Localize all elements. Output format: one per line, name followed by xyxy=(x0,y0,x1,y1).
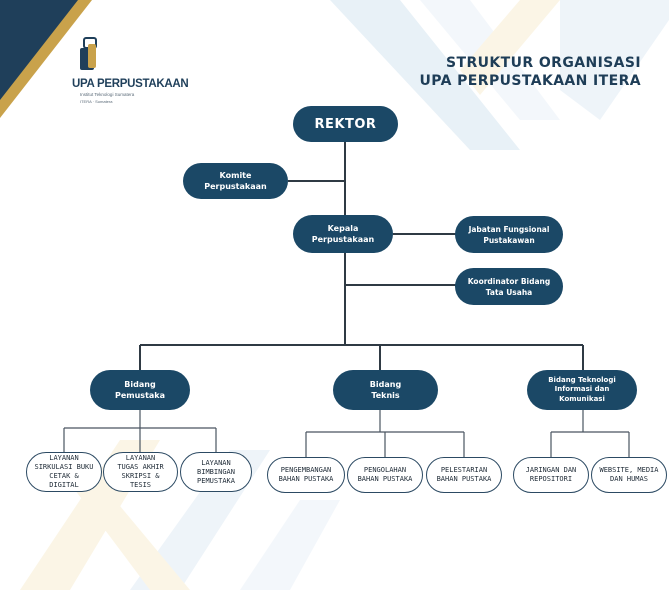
node-jaringan-repositori[interactable]: JARINGAN DAN REPOSITORI xyxy=(513,457,589,493)
node-layanan-sirkulasi[interactable]: LAYANAN SIRKULASI BUKU CETAK & DIGITAL xyxy=(26,452,102,492)
node-bidang-pemustaka[interactable]: Bidang Pemustaka xyxy=(90,370,190,410)
node-pengembangan-bahan-pustaka[interactable]: PENGEMBANGAN BAHAN PUSTAKA xyxy=(267,457,345,493)
node-pelestarian-bahan-pustaka[interactable]: PELESTARIAN BAHAN PUSTAKA xyxy=(426,457,502,493)
node-rektor[interactable]: REKTOR xyxy=(293,106,398,142)
node-koordinator-tata-usaha[interactable]: Koordinator Bidang Tata Usaha xyxy=(455,268,563,305)
chart-title-line2: UPA PERPUSTAKAAN ITERA xyxy=(419,73,641,89)
logo-tagline: ITERA · Sumatera xyxy=(80,99,113,104)
node-website-media-humas[interactable]: WEBSITE, MEDIA DAN HUMAS xyxy=(591,457,667,493)
node-bidang-teknis[interactable]: Bidang Teknis xyxy=(333,370,438,410)
logo-text: UPA PERPUSTAKAAN xyxy=(72,78,189,90)
connector-lines xyxy=(139,142,584,370)
node-pengolahan-bahan-pustaka[interactable]: PENGOLAHAN BAHAN PUSTAKA xyxy=(347,457,423,493)
node-layanan-tugas-akhir[interactable]: LAYANAN TUGAS AKHIR SKRIPSI & TESIS xyxy=(103,452,178,492)
connector-lines-level3 xyxy=(63,410,630,457)
logo-mark-icon xyxy=(80,37,97,70)
logo-subtitle: Institut Teknologi Sumatera xyxy=(80,92,135,97)
chart-title-line1: STRUKTUR ORGANISASI xyxy=(446,55,641,71)
node-komite-perpustakaan[interactable]: Komite Perpustakaan xyxy=(183,163,288,199)
node-kepala-perpustakaan[interactable]: Kepala Perpustakaan xyxy=(293,215,393,253)
node-layanan-bimbingan[interactable]: LAYANAN BIMBINGAN PEMUSTAKA xyxy=(180,452,252,492)
node-jabatan-fungsional[interactable]: Jabatan Fungsional Pustakawan xyxy=(455,216,563,253)
node-bidang-tik[interactable]: Bidang Teknologi Informasi dan Komunikas… xyxy=(527,370,637,410)
